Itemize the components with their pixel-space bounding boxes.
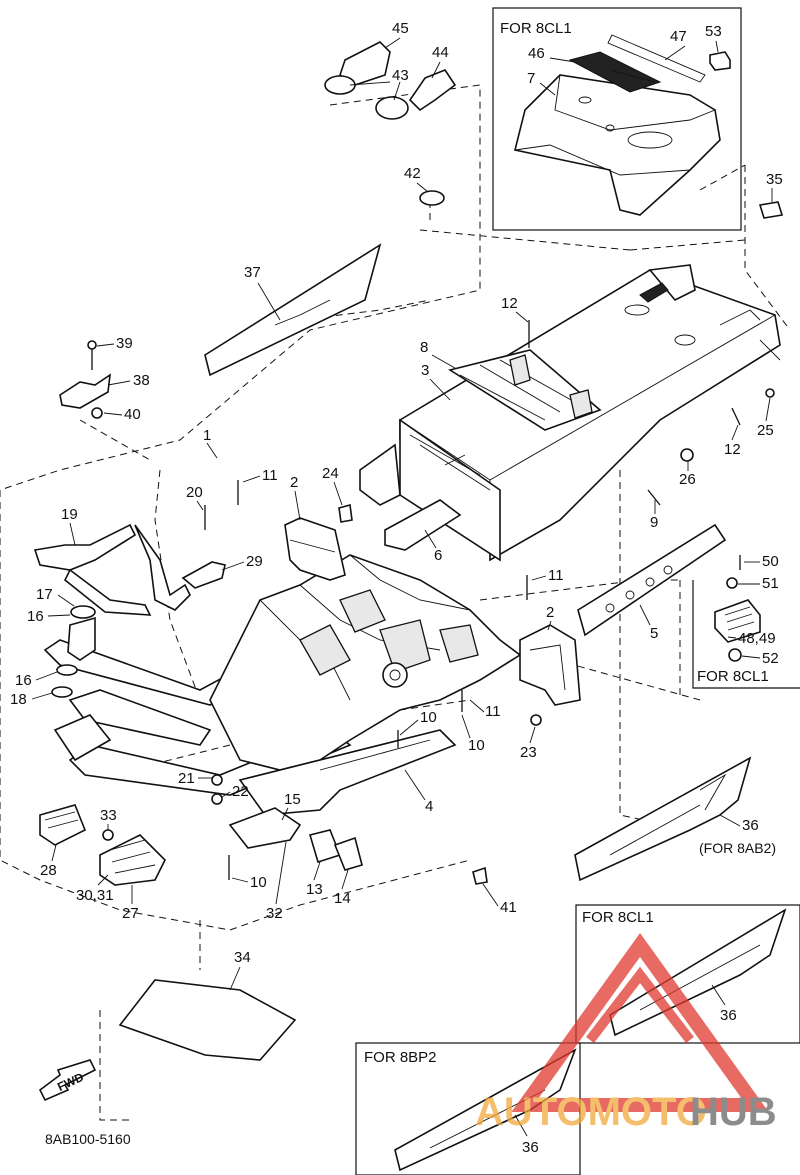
- variant-label-bottom-right: FOR 8CL1: [582, 909, 654, 926]
- diagram-code: 8AB100-5160: [45, 1131, 131, 1147]
- variant-label-top: FOR 8CL1: [500, 20, 572, 37]
- variant-box-bottom-right: FOR 8CL1 36: [575, 904, 800, 1044]
- label-26: 26: [679, 471, 696, 488]
- label-16-b: 16: [15, 672, 32, 689]
- label-24: 24: [322, 465, 339, 482]
- label-37: 37: [244, 264, 261, 281]
- main-frame: [33, 320, 775, 886]
- label-36-main: 36: [742, 817, 759, 834]
- variant-label-right: FOR 8CL1: [697, 668, 769, 685]
- label-22: 22: [232, 783, 249, 800]
- label-12-b: 12: [724, 441, 741, 458]
- label-33: 33: [100, 807, 117, 824]
- label-36-8bp2: 36: [522, 1139, 539, 1156]
- label-44: 44: [432, 44, 449, 61]
- variant-label-bottom: FOR 8BP2: [364, 1049, 437, 1066]
- label-46: 46: [528, 45, 545, 62]
- watermark-brand-b: HUB: [690, 1090, 777, 1134]
- label-42: 42: [404, 165, 421, 182]
- label-36-8cl1: 36: [720, 1007, 737, 1024]
- label-40: 40: [124, 406, 141, 423]
- label-2-right: 2: [546, 604, 554, 621]
- label-17: 17: [36, 586, 53, 603]
- label-4: 4: [425, 798, 433, 815]
- decal-37: 37: [204, 243, 382, 377]
- part-48-49-group: [714, 555, 761, 662]
- variant-box-top: FOR 8CL1 46 7 47 53: [492, 7, 742, 231]
- label-6: 6: [434, 547, 442, 564]
- label-38: 38: [133, 372, 150, 389]
- label-7: 7: [527, 70, 535, 87]
- label-45: 45: [392, 20, 409, 37]
- label-11-c: 11: [548, 567, 564, 584]
- mat-34: 34: [118, 949, 297, 1061]
- label-23: 23: [520, 744, 537, 761]
- label-13: 13: [306, 881, 323, 898]
- label-16-a: 16: [27, 608, 44, 625]
- label-28: 28: [40, 862, 57, 879]
- label-18: 18: [10, 691, 27, 708]
- label-34: 34: [234, 949, 251, 966]
- label-41: 41: [500, 899, 517, 916]
- watermark-triangle-logo: [511, 933, 769, 1112]
- label-39: 39: [116, 335, 133, 352]
- label-52: 52: [762, 650, 779, 667]
- label-47: 47: [670, 28, 687, 45]
- watermark-brand-a: AUTOMOTO: [475, 1090, 707, 1134]
- label-51: 51: [762, 575, 779, 592]
- top-left-parts: 45 44 43 42: [324, 20, 457, 206]
- label-12-a: 12: [501, 295, 518, 312]
- right-parts: 35: [758, 171, 784, 219]
- label-14: 14: [334, 890, 351, 907]
- label-20: 20: [186, 484, 203, 501]
- variant-box-right: FOR 8CL1: [692, 580, 800, 689]
- label-11-a: 11: [262, 467, 278, 484]
- label-8: 8: [420, 339, 428, 356]
- label-53: 53: [705, 23, 722, 40]
- label-10-c: 10: [250, 874, 267, 891]
- label-35: 35: [766, 171, 783, 188]
- label-32: 32: [266, 905, 283, 922]
- label-10-a: 10: [420, 709, 437, 726]
- label-1: 1: [203, 427, 211, 444]
- label-11-b: 11: [485, 703, 501, 720]
- note-36-main: (FOR 8AB2): [699, 840, 776, 856]
- label-27: 27: [122, 905, 139, 922]
- label-21: 21: [178, 770, 195, 787]
- label-25: 25: [757, 422, 774, 439]
- label-5: 5: [650, 625, 658, 642]
- label-9: 9: [650, 514, 658, 531]
- decal-36-main: 36 (FOR 8AB2): [574, 756, 776, 882]
- label-2-left: 2: [290, 474, 298, 491]
- label-15: 15: [284, 791, 301, 808]
- label-48-49: 48,49: [738, 630, 776, 647]
- rear-deck: [359, 264, 781, 562]
- bar-5: [577, 523, 727, 637]
- label-3: 3: [421, 362, 429, 379]
- bracket-38: 39 38 40: [59, 335, 150, 423]
- label-43: 43: [392, 67, 409, 84]
- main-labels: 1 2 2 3 4 5 6 8 9 10 10 10 11 11 11 12 1…: [10, 295, 779, 922]
- label-29: 29: [246, 553, 263, 570]
- label-50: 50: [762, 553, 779, 570]
- label-10-b: 10: [468, 737, 485, 754]
- fwd-arrow: FWD: [38, 1059, 97, 1102]
- label-30-31: 30,31: [76, 887, 114, 904]
- watermark: AUTOMOTO HUB: [475, 933, 777, 1134]
- label-19: 19: [61, 506, 78, 523]
